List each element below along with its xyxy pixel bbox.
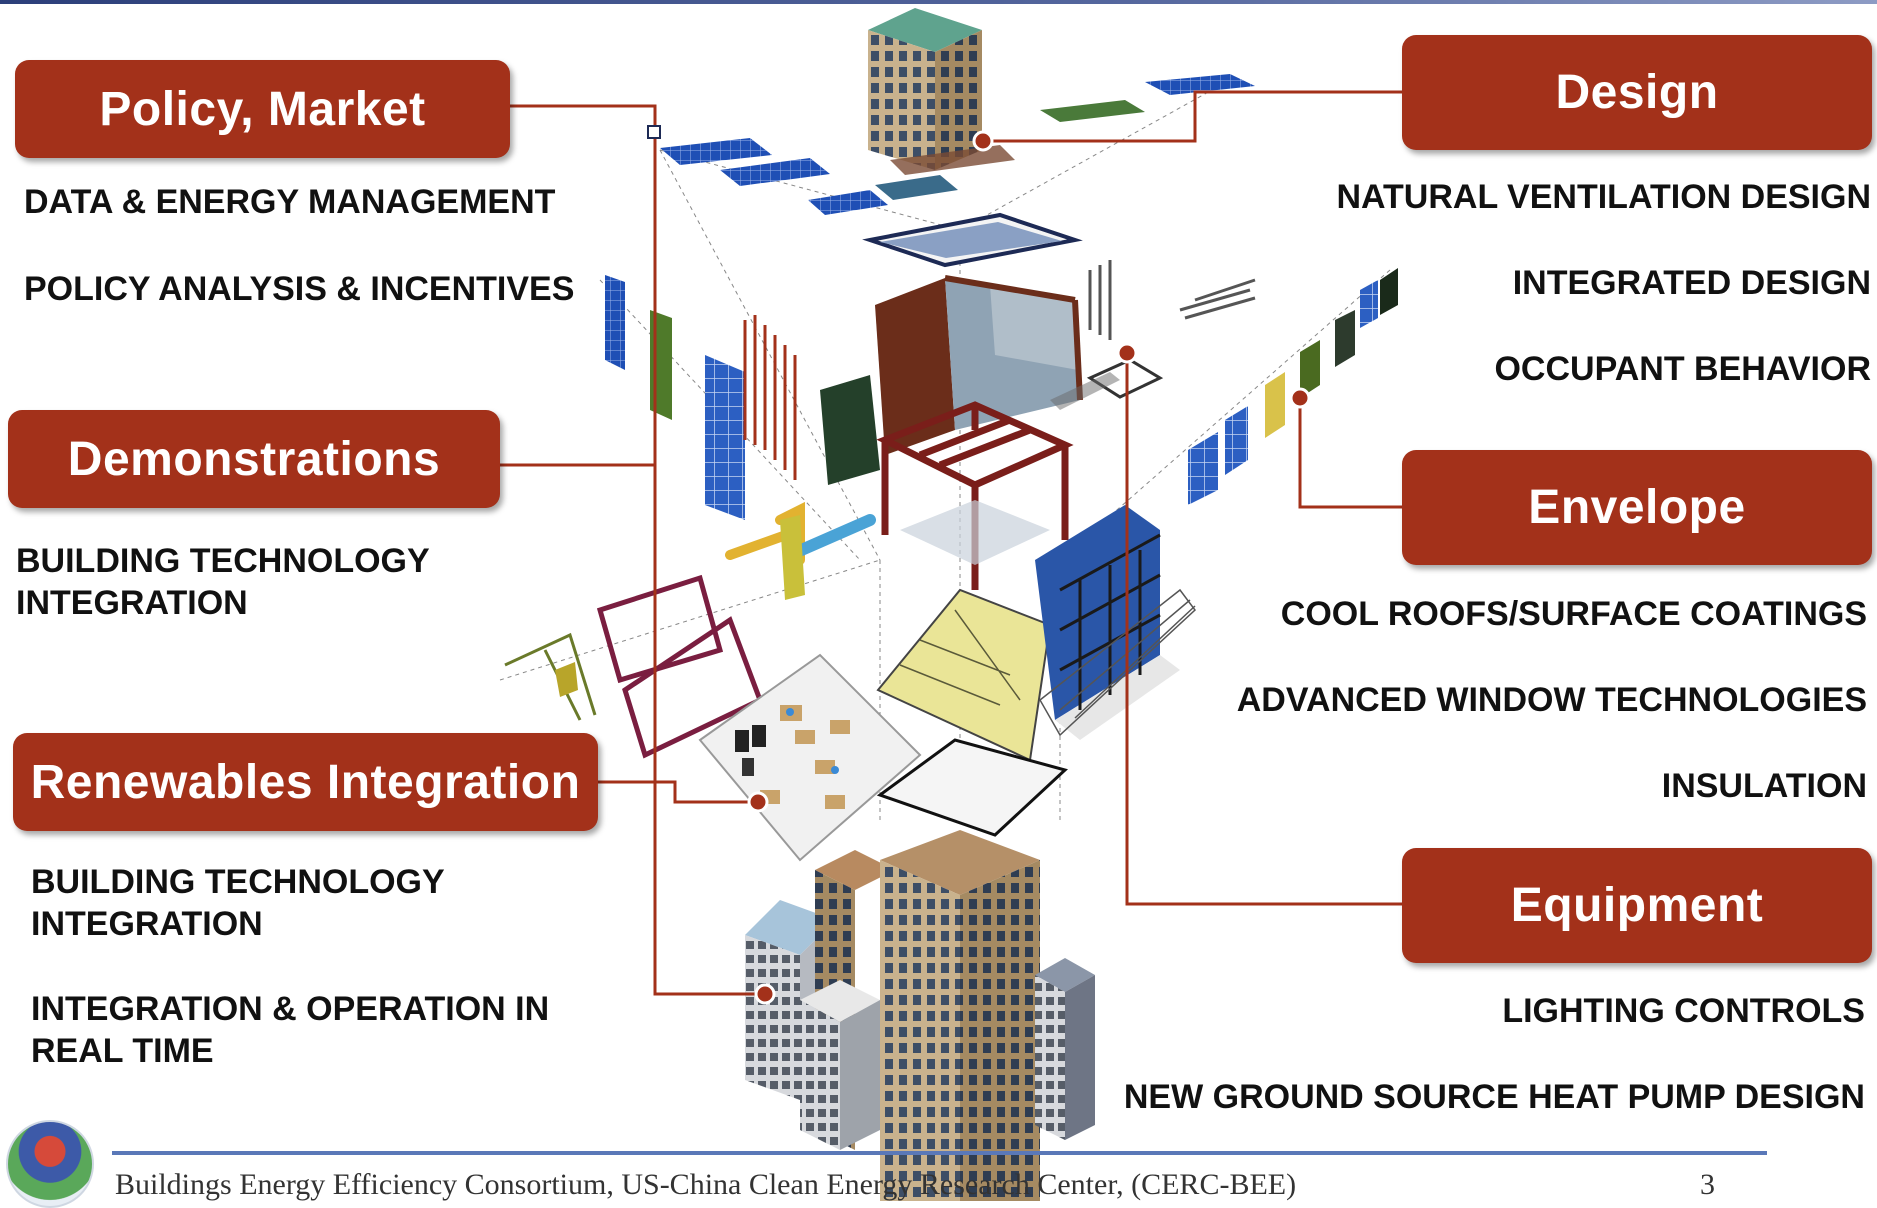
connector-design [983,90,1402,143]
envelope-box[interactable]: Envelope [1402,450,1872,565]
pin-policy-market [754,983,776,1005]
policy-market-item-1: DATA & ENERGY MANAGEMENT [24,183,556,221]
demonstrations-label: Demonstrations [67,432,441,486]
policy-market-label: Policy, Market [99,82,426,136]
equipment-box[interactable]: Equipment [1402,848,1872,963]
equipment-label: Equipment [1510,879,1764,932]
design-item-2: INTEGRATED DESIGN [1512,264,1871,302]
connector-policy-market [510,104,765,996]
pin-equipment [1116,342,1138,364]
demonstrations-box[interactable]: Demonstrations [8,410,500,508]
pin-renewables [747,791,769,813]
pin-envelope [1289,387,1311,409]
cerc-logo [6,1120,94,1208]
connector-renewables [598,780,758,804]
design-box[interactable]: Design [1402,35,1872,150]
design-item-3: OCCUPANT BEHAVIOR [1494,350,1871,388]
envelope-item-3: INSULATION [1661,767,1867,805]
envelope-item-1: COOL ROOFS/SURFACE COATINGS [1280,595,1867,633]
page-number: 3 [1700,1168,1715,1201]
renewables-integration-box[interactable]: Renewables Integration [13,733,598,831]
connector-equipment [1125,353,1402,906]
equipment-item-2: NEW GROUND SOURCE HEAT PUMP DESIGN [1123,1078,1865,1116]
renewables-item-2: INTEGRATION & OPERATION IN REAL TIME [31,990,550,1070]
design-item-1: NATURAL VENTILATION DESIGN [1336,178,1871,216]
envelope-item-2: ADVANCED WINDOW TECHNOLOGIES [1236,681,1867,719]
renewables-integration-label: Renewables Integration [30,755,581,809]
top-accent-bar [0,0,1877,4]
demonstrations-item-1: BUILDING TECHNOLOGY INTEGRATION [16,542,430,622]
equipment-item-1: LIGHTING CONTROLS [1502,992,1865,1030]
renewables-item-1: BUILDING TECHNOLOGY INTEGRATION [31,863,445,943]
envelope-label: Envelope [1528,481,1746,534]
connector-envelope [1298,398,1402,509]
design-label: Design [1555,66,1719,119]
footer-rule [112,1151,1767,1155]
pin-design [972,130,994,152]
policy-market-box[interactable]: Policy, Market [15,60,510,158]
policy-market-item-2: POLICY ANALYSIS & INCENTIVES [24,270,575,308]
footer-text: Buildings Energy Efficiency Consortium, … [115,1168,1297,1201]
